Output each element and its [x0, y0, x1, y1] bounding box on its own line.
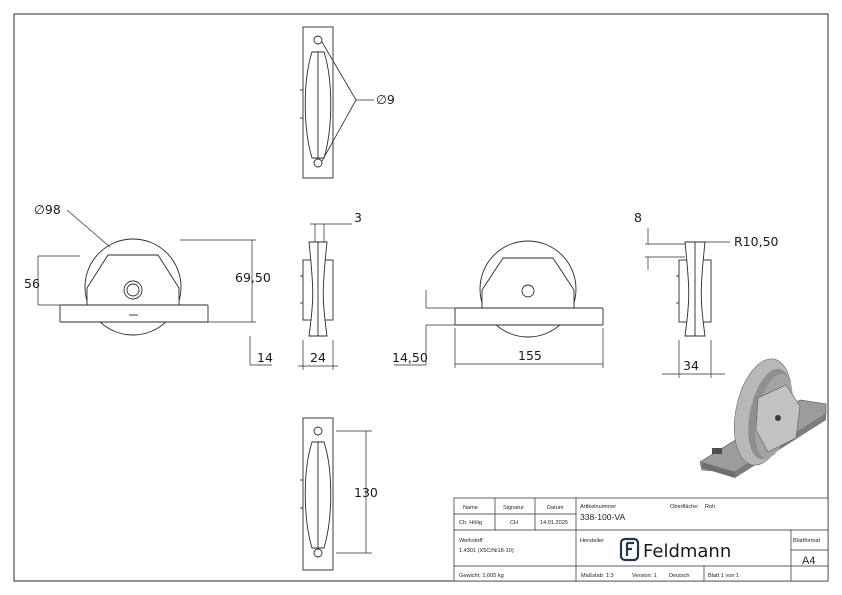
rear-view — [454, 240, 604, 338]
dim-top-8: 8 — [634, 210, 642, 225]
label-manufacturer: Hersteller — [580, 538, 604, 544]
bottom-view — [300, 417, 334, 571]
value-version: Version: 1 — [632, 573, 657, 579]
right-side-view — [676, 241, 712, 337]
label-sheet-format: Blattformat — [793, 538, 820, 544]
side-view — [300, 241, 334, 337]
front-view — [59, 238, 209, 336]
value-sheet-format: A4 — [802, 555, 815, 567]
value-name: Ch. Hölig — [459, 520, 482, 526]
label-material: Werkstoff: — [459, 538, 484, 544]
label-article-number: Artikelnummer — [580, 504, 616, 510]
value-article-number: 338-100-VA — [580, 512, 625, 522]
dim-width-24: 24 — [310, 350, 326, 365]
label-date: Datum — [547, 505, 564, 511]
value-date: 14.01.2025 — [540, 520, 568, 526]
value-signature: CH — [510, 520, 518, 526]
dim-offset-14: 14 — [257, 350, 273, 365]
dim-height-69-50: 69,50 — [235, 270, 271, 285]
front-view-dims — [37, 209, 272, 366]
brand-name: Feldmann — [643, 541, 731, 562]
dim-width-34: 34 — [683, 358, 699, 373]
feldmann-logo-mark — [619, 537, 640, 562]
title-block — [453, 497, 829, 582]
dim-hole-distance: 130 — [354, 485, 378, 500]
feldmann-logo: Feldmann — [619, 537, 731, 562]
label-signature: Signatur — [503, 505, 524, 511]
isometric-render — [699, 358, 827, 478]
bottom-view-dims — [336, 430, 372, 554]
dim-groove-3: 3 — [354, 210, 362, 225]
dim-radius: R10,50 — [734, 234, 779, 249]
label-surface: Oberfläche: — [670, 504, 699, 510]
dim-offset-14-50: 14,50 — [392, 350, 428, 365]
label-name: Name — [463, 505, 478, 511]
rear-view-dims — [394, 290, 604, 368]
value-sheet-number: Blatt 1 von 1 — [708, 573, 739, 579]
side-view-dims — [298, 223, 352, 370]
hole-leader — [321, 41, 374, 162]
value-scale: Maßstab: 1:3 — [581, 573, 614, 579]
top-view — [300, 26, 334, 179]
value-weight: Gewicht: 1,605 kg — [459, 573, 504, 579]
value-surface: Roh — [705, 504, 715, 510]
right-side-dims — [645, 228, 730, 378]
value-material: 1.4301 (X5CrNi18-10) — [459, 548, 514, 554]
dim-hole-diameter: ∅9 — [376, 92, 395, 107]
dim-wheel-diameter: ∅98 — [34, 202, 61, 217]
drawing-frame — [13, 13, 829, 582]
dim-length-155: 155 — [518, 348, 542, 363]
value-language: Deutsch — [669, 573, 690, 579]
dim-height-56: 56 — [24, 276, 40, 291]
